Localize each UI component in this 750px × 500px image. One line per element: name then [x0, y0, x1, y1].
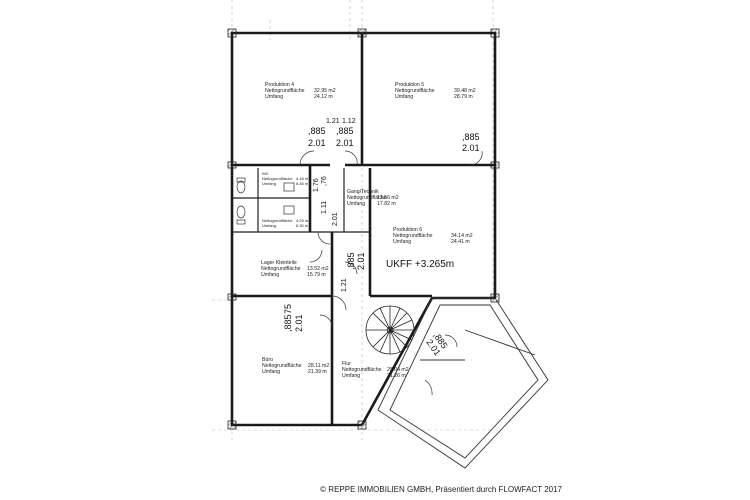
room-area: 28.11 m2	[308, 363, 329, 369]
dimension-label: ,885	[346, 252, 356, 270]
room-perimeter-label: Umfang	[262, 181, 276, 186]
room-perimeter-label: Umfang	[347, 201, 365, 207]
room-area-label: Nettogrundfläche	[347, 195, 387, 201]
room-area-label: Nettogrundfläche	[262, 218, 293, 223]
room-area: 4.16 m2	[296, 176, 311, 181]
room-produktion-6: Produktion 6 Nettogrundfläche 34.14 m2 U…	[393, 227, 473, 245]
room-area-label: Nettogrundfläche	[395, 88, 435, 94]
room-buero: Büro Nettogrundfläche 28.11 m2 Umfang 21…	[262, 357, 329, 375]
room-area-label: Nettogrundfläche	[265, 88, 305, 94]
room-produktion-5: Produktion 5 Nettogrundfläche 39.48 m2 U…	[395, 82, 476, 100]
dimension-label: 2.01	[356, 252, 366, 270]
room-produktion-4: Produktion 4 Nettogrundfläche 32.95 m2 U…	[265, 82, 336, 100]
dimension-label: 2.01	[308, 138, 326, 148]
room-area: 13.56 m2	[377, 195, 399, 201]
room-gang: Gang/Technik Nettogrundfläche 13.56 m2 U…	[347, 189, 399, 207]
room-perimeter: 24.41 m	[451, 239, 470, 245]
room-wc-2: Nettogrundfläche 4.29 m2 Umfang 8.30 m	[262, 218, 311, 228]
dimension-label: 2.01	[294, 314, 304, 332]
dimension-label: 1.76	[313, 178, 320, 192]
room-name: Gang/Technik	[347, 189, 379, 195]
room-area-label: Nettogrundfläche	[393, 233, 433, 239]
room-perimeter-label: Umfang	[262, 223, 276, 228]
room-name: Flur	[342, 361, 351, 367]
room-perimeter: 8.30 m	[296, 223, 309, 228]
dimension-label: 1.12	[342, 118, 356, 125]
room-perimeter-label: Umfang	[393, 239, 411, 245]
room-area: 25.04 m2	[387, 367, 409, 373]
room-area-label: Nettogrundfläche	[342, 367, 382, 373]
dimension-label: 1.21	[341, 278, 348, 292]
room-perimeter-label: Umfang	[342, 373, 360, 379]
room-area: 34.14 m2	[451, 233, 473, 239]
dimension-label: ,885	[283, 314, 293, 332]
copyright-notice: © REPPE IMMOBILIEN GMBH, Präsentiert dur…	[320, 485, 562, 494]
dimension-label: 1.11	[321, 201, 328, 214]
dimension-label: 2.01	[332, 212, 339, 226]
room-perimeter: 15.79 m	[307, 272, 326, 278]
dimension-label: ,885	[462, 132, 480, 142]
doors	[299, 150, 483, 328]
room-area-label: Nettogrundfläche	[262, 363, 302, 369]
room-perimeter: 17.82 m	[377, 201, 396, 207]
glass-annex	[377, 297, 549, 469]
room-perimeter: 21.26 m	[387, 373, 406, 379]
room-perimeter-label: Umfang	[262, 369, 280, 375]
room-perimeter-label: Umfang	[265, 94, 283, 100]
dimension-labels: 1.21 1.12 ,885 2.01 ,885 2.01 ,885 2.01 …	[283, 118, 480, 358]
interior-walls	[232, 33, 495, 425]
room-name: Büro	[262, 357, 273, 363]
dimension-label: ,885	[336, 126, 354, 136]
dimension-label: 75	[283, 304, 293, 314]
room-perimeter: 28.79 m	[454, 94, 473, 100]
dimension-label: ,885	[308, 126, 326, 136]
room-flur: Flur Nettogrundfläche 25.04 m2 Umfang 21…	[342, 361, 409, 379]
dimension-label: ,76	[321, 176, 328, 186]
room-name: Produktion 6	[393, 227, 422, 233]
room-perimeter: 21.39 m	[308, 369, 327, 375]
room-name: WC	[262, 171, 269, 176]
dimension-label: 2.01	[462, 143, 480, 153]
room-name: Lager Kleinteile	[261, 260, 297, 266]
room-name: Produktion 5	[395, 82, 424, 88]
room-area: 39.48 m2	[454, 88, 476, 94]
floor-elevation-label: UKFF +3.265m	[386, 259, 454, 270]
room-area: 4.29 m2	[296, 218, 311, 223]
spiral-staircase	[365, 305, 415, 355]
dimension-label: 1.21	[326, 118, 340, 125]
room-wc: WC Nettogrundfläche 4.16 m2 Umfang 8.45 …	[262, 171, 311, 186]
wc-fixtures	[236, 177, 295, 225]
room-perimeter-label: Umfang	[261, 272, 279, 278]
room-area-label: Nettogrundfläche	[262, 176, 293, 181]
room-perimeter-label: Umfang	[395, 94, 413, 100]
room-area-label: Nettogrundfläche	[261, 266, 301, 272]
room-name: Produktion 4	[265, 82, 294, 88]
room-area: 13.52 m2	[307, 266, 329, 272]
dimension-label: 2.01	[336, 138, 354, 148]
room-area: 32.95 m2	[314, 88, 336, 94]
room-perimeter: 24.12 m	[314, 94, 333, 100]
room-lager: Lager Kleinteile Nettogrundfläche 13.52 …	[261, 260, 329, 278]
room-perimeter: 8.45 m	[296, 181, 309, 186]
